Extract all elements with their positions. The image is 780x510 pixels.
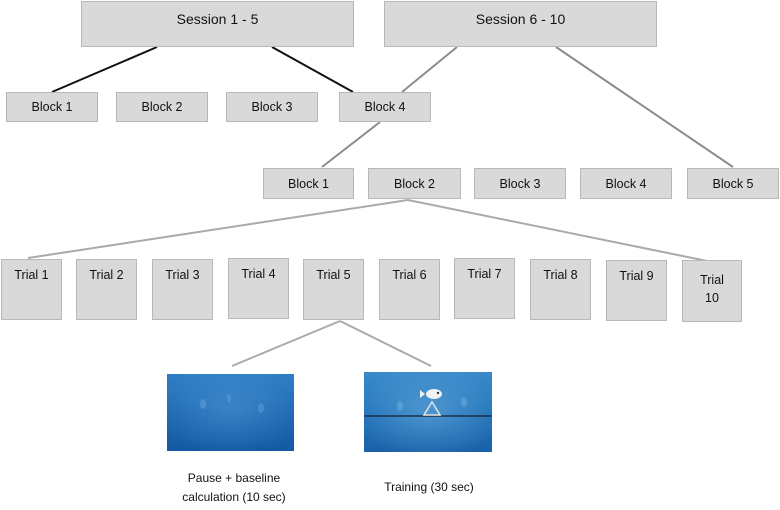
trial-box-1: Trial 1 [1, 259, 62, 320]
trial-label: Trial 2 [89, 268, 124, 282]
pause-screen-underwater [167, 374, 294, 451]
mid-block-1: Block 1 [263, 168, 354, 199]
trial-box-8: Trial 8 [530, 259, 591, 320]
trial-box-3: Trial 3 [152, 259, 213, 320]
session-1-5-label: Session 1 - 5 [176, 11, 259, 27]
trial-label: Trial 7 [467, 267, 502, 281]
top-block-3: Block 3 [226, 92, 318, 122]
trial-10-label-line1: Trial [700, 273, 724, 287]
top-block-2-label: Block 2 [141, 100, 183, 114]
connector-session6-block5 [555, 46, 734, 168]
mid-block-1-label: Block 1 [288, 176, 329, 191]
mid-block-5: Block 5 [687, 168, 779, 199]
training-caption: Training (30 sec) [360, 478, 498, 497]
connector-session6-block4 [401, 46, 458, 93]
mid-block-2: Block 2 [368, 168, 461, 199]
top-block-3-label: Block 3 [251, 100, 293, 114]
trial-box-7: Trial 7 [454, 258, 515, 319]
connector-session1-block4 [271, 46, 354, 93]
connector-trial5-pause [231, 320, 341, 367]
pause-caption: Pause + baseline calculation (10 sec) [150, 469, 318, 507]
connector-block2-trial10 [407, 199, 713, 263]
top-block-2: Block 2 [116, 92, 208, 122]
connector-block2-trial1 [27, 199, 409, 259]
trial-10-label-line2: 10 [705, 291, 719, 305]
trial-box-2: Trial 2 [76, 259, 137, 320]
trial-label: Trial 9 [619, 269, 654, 283]
fish-icon [420, 389, 442, 416]
mid-block-4-label: Block 4 [605, 176, 647, 191]
top-block-4: Block 4 [339, 92, 431, 122]
pause-caption-line1: Pause + baseline [187, 471, 281, 485]
pause-caption-line2: calculation (10 sec) [182, 490, 286, 504]
trial-box-5: Trial 5 [303, 259, 364, 320]
session-6-10-label: Session 6 - 10 [475, 11, 566, 27]
connector-session1-block1 [51, 46, 158, 93]
top-block-1: Block 1 [6, 92, 98, 122]
connector-trial5-training [339, 320, 432, 367]
session-1-5-box: Session 1 - 5 [81, 1, 354, 47]
training-caption-text: Training (30 sec) [384, 480, 474, 494]
pause-screen-image [167, 374, 294, 451]
connector-block4-block1 [321, 121, 381, 168]
trial-label: Trial 6 [392, 268, 427, 282]
mid-block-3-label: Block 3 [499, 176, 541, 191]
mid-block-5-label: Block 5 [712, 176, 754, 191]
training-screen-image [364, 372, 492, 452]
trial-label: Trial 5 [316, 268, 351, 282]
trial-box-9: Trial 9 [606, 260, 667, 321]
session-6-10-box: Session 6 - 10 [384, 1, 657, 47]
top-block-1-label: Block 1 [31, 100, 73, 114]
mid-block-3: Block 3 [474, 168, 566, 199]
mid-block-4: Block 4 [580, 168, 672, 199]
top-block-4-label: Block 4 [364, 100, 406, 114]
trial-label: Trial 3 [165, 268, 200, 282]
trial-label: Trial 1 [14, 268, 49, 282]
trial-box-10: Trial 10 [682, 260, 742, 322]
trial-label: Trial 8 [543, 268, 578, 282]
mid-block-2-label: Block 2 [394, 176, 435, 191]
trial-box-4: Trial 4 [228, 258, 289, 319]
training-screen-underwater [364, 372, 492, 452]
trial-box-6: Trial 6 [379, 259, 440, 320]
trial-label: Trial 4 [241, 267, 276, 281]
